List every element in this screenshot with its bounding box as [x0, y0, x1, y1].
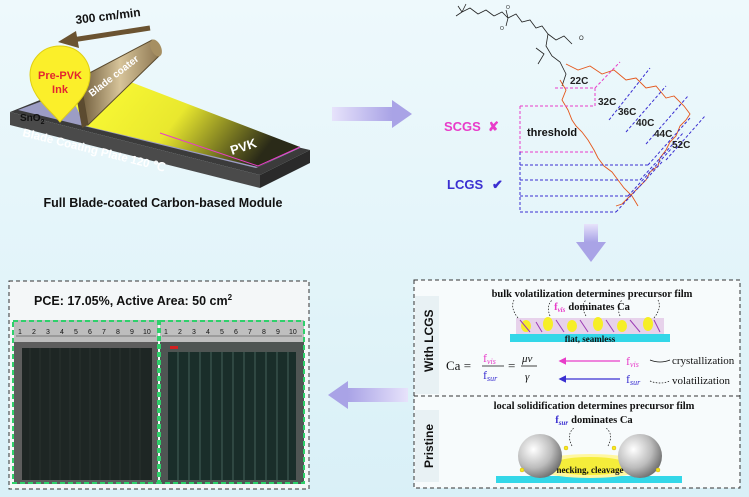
module-frame-left: [12, 320, 159, 484]
eq-gamma: γ: [525, 371, 530, 383]
with-lcgs-label: With LCGS: [422, 309, 436, 372]
module-photo-left: [14, 320, 158, 484]
necking-illustration: [496, 427, 682, 483]
eq-mu-nu: μν: [521, 353, 533, 365]
speed-arrow: [58, 25, 151, 48]
mechanism-panel: With LCGS Pristine bulk volatilization d…: [413, 279, 741, 489]
crystallization-label: crystallization: [672, 355, 735, 367]
svg-text:O: O: [500, 26, 504, 32]
eq-denominator: fsur: [483, 368, 498, 383]
ruler-left: 1 2 3 4 5 6 7 8 9 10: [18, 329, 151, 336]
blade-coating-schematic: 300 cm/min Blade coater Pre-PVK Ink SnO2…: [10, 5, 310, 210]
sno2-label: SnO2: [20, 113, 45, 126]
svg-text:3: 3: [192, 329, 196, 336]
flow-arrow-left: [328, 381, 408, 409]
label-52c: 52C: [672, 140, 690, 151]
svg-text:10: 10: [143, 329, 151, 336]
flat-seamless-label: flat, seamless: [565, 334, 616, 344]
pvk-film: [70, 78, 300, 167]
label-32c: 32C: [598, 97, 616, 108]
lcgs-check-icon: ✔: [492, 177, 503, 192]
chain-22c-guides: [519, 61, 621, 153]
pce-title: PCE: 17.05%, Active Area: 50 cm2: [34, 293, 233, 308]
svg-text:6: 6: [234, 329, 238, 336]
flat-film-illustration: [510, 299, 670, 342]
svg-text:4: 4: [206, 329, 210, 336]
svg-text:3: 3: [46, 329, 50, 336]
module-frame-right: [159, 320, 305, 484]
ink-drop: [29, 45, 91, 123]
svg-text:9: 9: [130, 329, 134, 336]
label-40c: 40C: [636, 118, 654, 129]
svg-text:10: 10: [289, 329, 297, 336]
chain-long: [565, 63, 691, 207]
necking-label: necking, cleavage: [557, 465, 624, 475]
label-36c: 36C: [618, 107, 636, 118]
svg-text:7: 7: [102, 329, 106, 336]
svg-text:7: 7: [248, 329, 252, 336]
phospholipid-head: [455, 3, 573, 87]
plate-side: [10, 112, 260, 188]
svg-text:9: 9: [276, 329, 280, 336]
chain-long-guides: [519, 67, 706, 213]
flow-arrow-down: [576, 224, 606, 262]
blade-coater: [74, 39, 162, 128]
label-22c: 22C: [570, 76, 588, 87]
pristine-label: Pristine: [422, 424, 436, 468]
flow-arrow-right: [332, 100, 412, 128]
eq-equals: =: [508, 358, 515, 373]
svg-text:6: 6: [88, 329, 92, 336]
plate-front: [260, 150, 310, 188]
bulk-title: bulk volatilization determines precursor…: [492, 289, 693, 300]
scgs-cross-icon: ✘: [488, 119, 499, 134]
local-title: local solidification determines precurso…: [494, 401, 695, 412]
eq-numerator: fvis: [483, 351, 496, 366]
row-fvis: fvis: [626, 354, 639, 369]
eq-ca: Ca =: [446, 358, 471, 373]
capillary-equation: Ca = fvis fsur = μν γ: [446, 351, 537, 383]
svg-text:1: 1: [164, 329, 168, 336]
svg-text:8: 8: [116, 329, 120, 336]
module-photo-panel: PCE: 17.05%, Active Area: 50 cm2 1 2 3 4: [8, 280, 310, 490]
molecule-diagram: O O O 2: [444, 3, 706, 213]
ink-label-1: Pre-PVK: [38, 70, 82, 82]
volatilization-label: volatilization: [672, 375, 731, 387]
svg-text:2: 2: [32, 329, 36, 336]
row-fsur: fsur: [626, 372, 641, 387]
svg-text:8: 8: [262, 329, 266, 336]
module-caption: Full Blade-coated Carbon-based Module: [44, 196, 283, 210]
lcgs-label: LCGS: [447, 177, 483, 192]
scgs-label: SCGS: [444, 119, 481, 134]
threshold-label: threshold: [527, 127, 577, 139]
label-44c: 44C: [654, 129, 672, 140]
speed-label: 300 cm/min: [75, 5, 142, 27]
svg-text:O: O: [579, 36, 584, 42]
svg-text:5: 5: [220, 329, 224, 336]
svg-text:1: 1: [18, 329, 22, 336]
module-photo-right: [160, 320, 304, 484]
ink-label-2: Ink: [52, 84, 69, 96]
svg-text:4: 4: [60, 329, 64, 336]
svg-text:5: 5: [74, 329, 78, 336]
ruler-right: 1 2 3 4 5 6 7 8 9 10: [164, 329, 297, 336]
chain-short: [559, 79, 639, 207]
svg-text:O: O: [506, 5, 510, 11]
svg-text:2: 2: [178, 329, 182, 336]
